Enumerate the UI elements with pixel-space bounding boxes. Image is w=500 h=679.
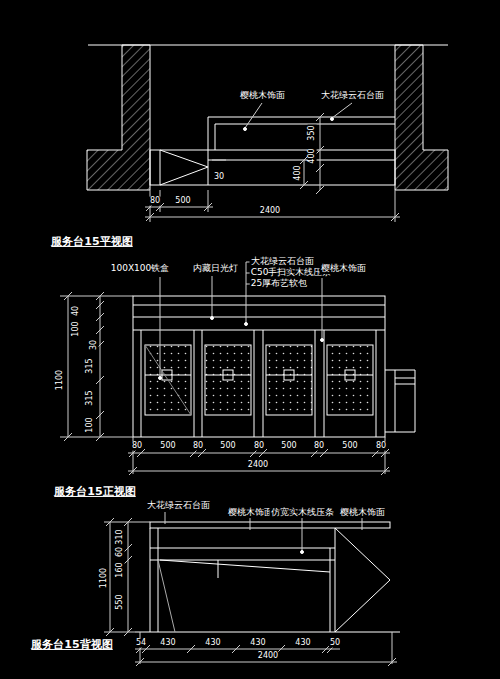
vertical-dimension: 315 [86,357,95,374]
dimension-value: 500 [159,442,176,451]
dimension-value: 500 [174,197,191,206]
vertical-dimension: 160 [116,561,125,578]
vertical-dimension: 400 [294,164,303,181]
vertical-dimension: 100 [72,320,81,337]
vertical-dimension: 550 [116,593,125,610]
material-callout: 100X100铁盒 [110,264,171,274]
vertical-dimension: 315 [86,389,95,406]
material-callout: 樱桃木饰面 [339,508,386,518]
dimension-value: 500 [341,442,358,451]
vertical-dimension: 40 [72,305,81,317]
dimension-value: 80 [253,442,265,451]
dimension-value: 430 [159,639,176,648]
dimension-value: 30 [213,173,225,182]
vertical-dimension: 1100 [100,567,109,589]
material-callout: 樱桃木饰面 [239,91,286,101]
material-callout: 樱桃木饰面 [320,264,367,274]
material-callout: 25厚布艺软包 [250,279,308,289]
dimension-value: 2400 [259,207,281,216]
material-callout: 仿宽实木线压条 [270,508,335,518]
vertical-dimension: 310 [116,528,125,545]
material-callout: 大花绿云石台面 [250,257,315,267]
vertical-dimension: 1100 [56,369,65,391]
dimension-value: 500 [219,442,236,451]
dimension-value: 80 [375,442,387,451]
dimension-value: 430 [294,639,311,648]
dimension-value: 2400 [257,652,279,661]
view-title: 服务台15背视图 [30,639,113,651]
dimension-value: 80 [149,197,161,206]
material-callout: 大花绿云石台面 [146,501,211,511]
material-callout: 大花绿云石台面 [320,91,385,101]
vertical-dimension: 30 [90,339,99,351]
vertical-dimension: 350 [308,124,317,141]
dimension-value: 430 [249,639,266,648]
dimension-value: 80 [131,442,143,451]
vertical-dimension: 400 [308,147,317,164]
vertical-dimension: 60 [116,546,125,558]
material-callout: 樱桃木饰面 [227,508,274,518]
view-title: 服务台15平视图 [50,236,133,248]
dimension-value: 80 [192,442,204,451]
dimension-value: 80 [313,442,325,451]
dimension-value: 500 [280,442,297,451]
dimension-value: 2400 [247,461,269,470]
dimension-value: 54 [135,639,147,648]
view-title: 服务台15正视图 [53,486,136,498]
dimension-value: 50 [329,639,341,648]
vertical-dimension: 100 [86,416,95,433]
dimension-value: 430 [204,639,221,648]
material-callout: 内藏日光灯 [192,264,239,274]
